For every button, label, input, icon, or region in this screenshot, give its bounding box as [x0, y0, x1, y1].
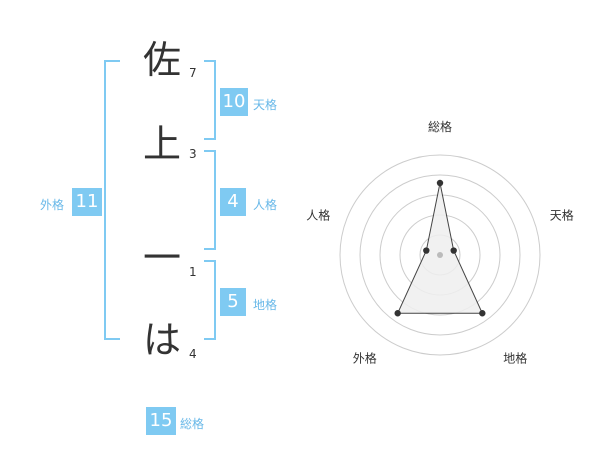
name-char-1: 佐: [142, 38, 181, 82]
soukaku-value-box: 15: [146, 407, 176, 435]
radar-point-2: [450, 247, 457, 254]
jinkaku-value-box: 4: [220, 188, 246, 216]
radar-axis-label-3: 地格: [503, 351, 527, 366]
radar-point-1: [436, 179, 444, 187]
radar-point-5: [423, 247, 430, 254]
name-char-2: 上: [142, 122, 181, 166]
tenkaku-label: 天格: [253, 98, 278, 112]
radar-point-3: [479, 310, 486, 317]
stroke-count-3: 1: [189, 265, 197, 279]
jinkaku-bracket: [204, 150, 216, 250]
stroke-count-2: 3: [189, 147, 197, 161]
radar-axis-label-5: 人格: [306, 207, 330, 222]
radar-point-4: [394, 310, 401, 317]
radar-grid-ring: [339, 154, 541, 356]
chikaku-value-box: 5: [220, 288, 246, 316]
gaikaku-bracket: [104, 60, 120, 340]
radar-axis-label-1: 総格: [428, 119, 452, 134]
gaikaku-value-box: 11: [72, 188, 102, 216]
chikaku-label: 地格: [253, 298, 278, 312]
soukaku-label: 総格: [180, 417, 205, 431]
radar-axis-label-4: 外格: [353, 351, 377, 366]
tenkaku-value-box: 10: [220, 88, 248, 116]
stroke-count-1: 7: [189, 66, 197, 80]
stroke-count-4: 4: [189, 347, 197, 361]
radar-axis-label-2: 天格: [550, 207, 574, 222]
gaikaku-label: 外格: [40, 198, 65, 212]
chikaku-bracket: [204, 260, 216, 340]
radar-grid-ring: [359, 174, 521, 336]
jinkaku-label: 人格: [253, 198, 278, 212]
radar-center-point: [437, 252, 443, 258]
name-char-4: は: [142, 318, 181, 362]
name-char-3: 一: [142, 236, 181, 280]
radar-polygon: [396, 182, 484, 314]
tenkaku-bracket: [204, 60, 216, 140]
